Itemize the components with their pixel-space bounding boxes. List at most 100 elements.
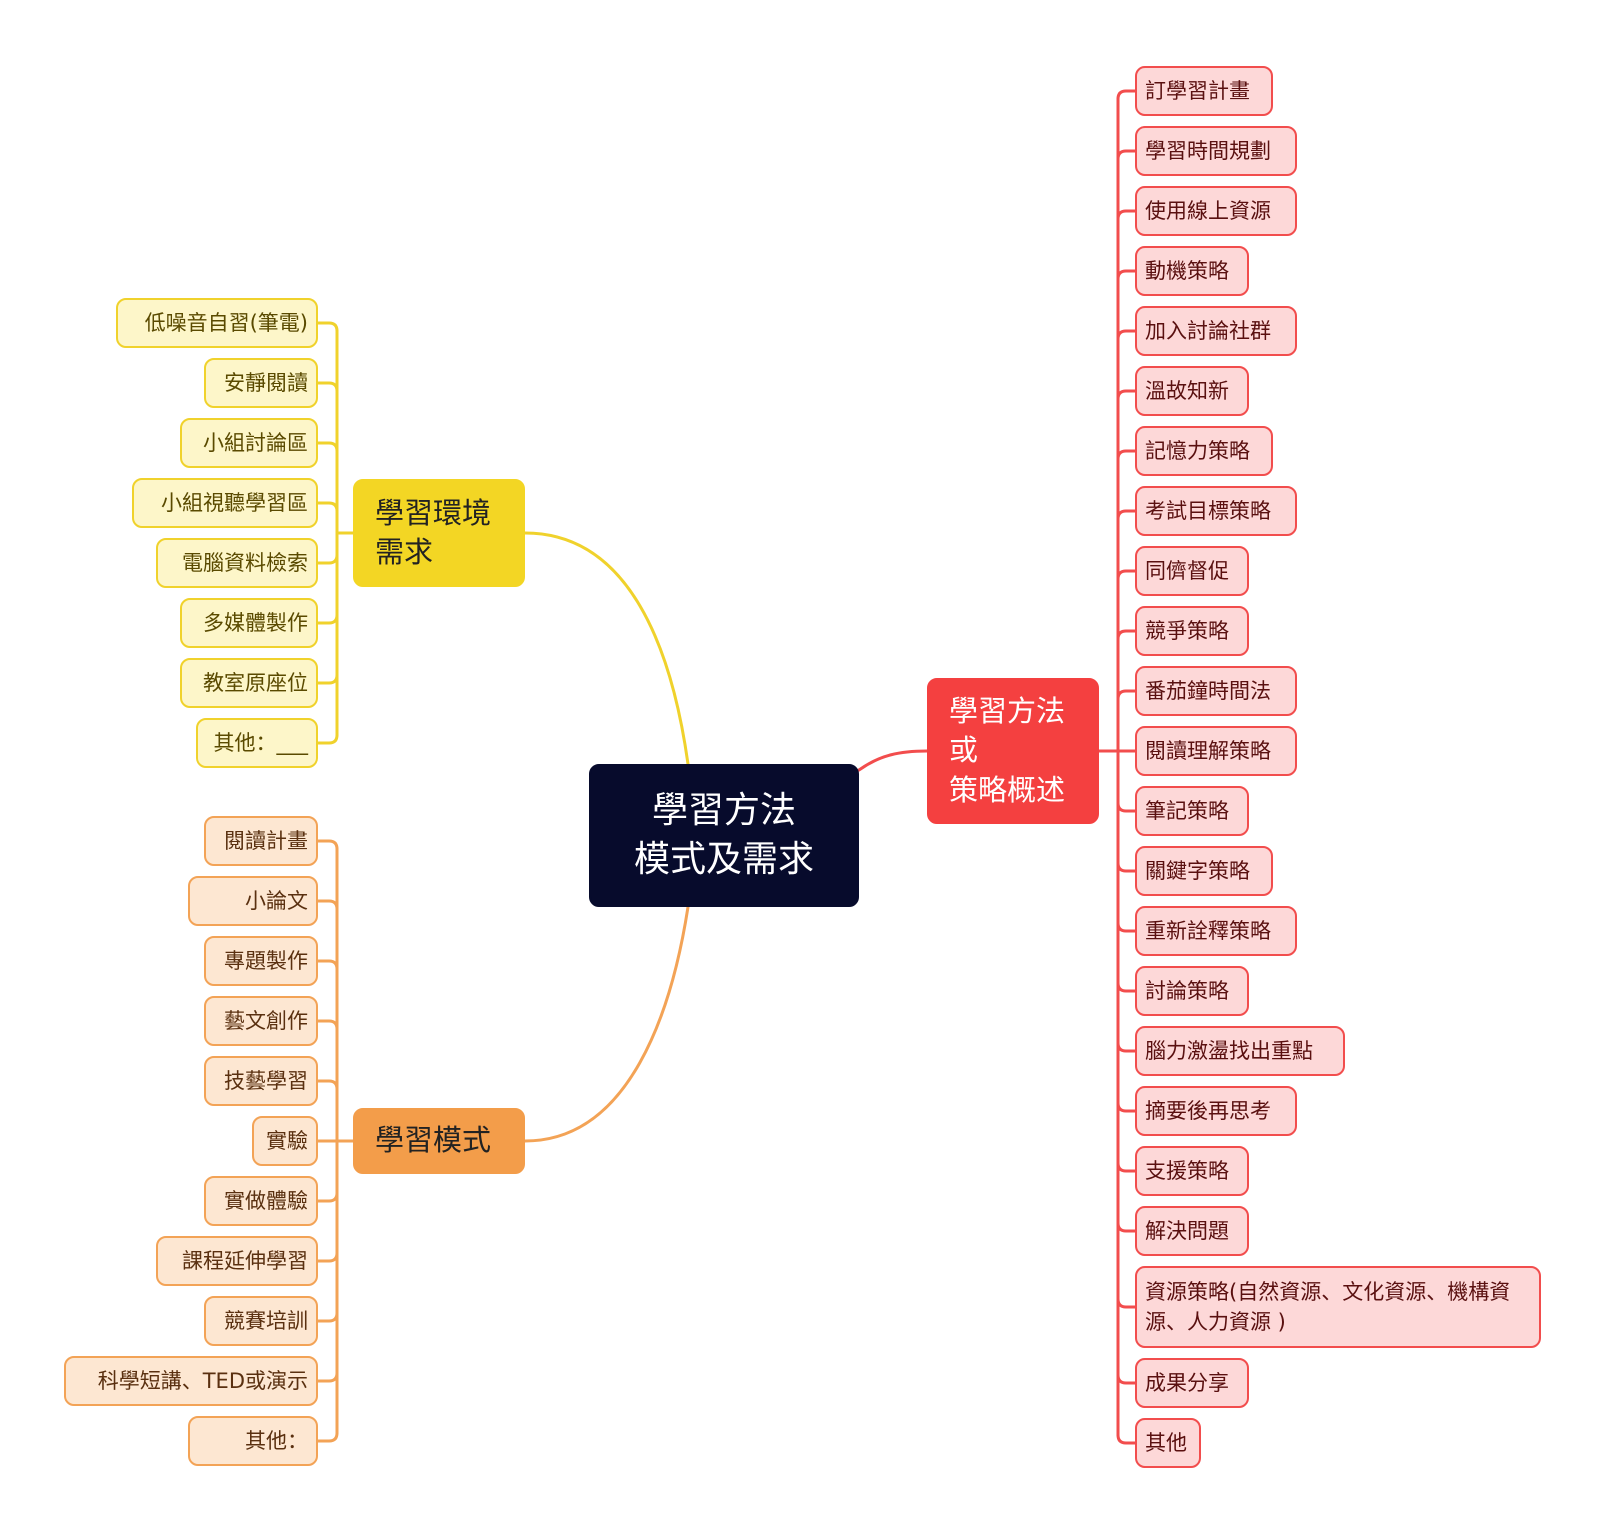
strat-leaf-connector	[1116, 1433, 1137, 1445]
mode-leaf-10[interactable]: 其他：	[188, 1416, 318, 1466]
env-leaf-label: 多媒體製作	[203, 610, 308, 635]
mode-leaf-connector	[316, 1431, 339, 1443]
mode-leaf-0[interactable]: 閱讀計畫	[204, 816, 318, 866]
env-leaf-6[interactable]: 教室原座位	[180, 658, 318, 708]
strat-leaf-17[interactable]: 摘要後再思考	[1135, 1086, 1297, 1136]
strat-leaf-label: 學習時間規劃	[1145, 138, 1271, 163]
env-leaf-0[interactable]: 低噪音自習(筆電)	[116, 298, 318, 348]
branch-mode[interactable]: 學習模式	[353, 1108, 525, 1174]
strat-leaf-5[interactable]: 溫故知新	[1135, 366, 1249, 416]
mode-leaf-label: 實做體驗	[224, 1188, 308, 1213]
branch-env-line-1: 學習環境	[375, 495, 492, 530]
mode-leaf-connector	[316, 1191, 339, 1203]
mode-leaf-5[interactable]: 實驗	[252, 1116, 318, 1166]
env-leaf-connector	[316, 381, 339, 393]
env-leaf-connector	[316, 673, 339, 685]
root-line-1: 學習方法	[651, 789, 796, 831]
mode-leaf-3[interactable]: 藝文創作	[204, 996, 318, 1046]
strat-leaf-label: 資源策略(自然資源、文化資源、機構資源、人力資源 )	[1145, 1279, 1511, 1334]
root-line-2: 模式及需求	[633, 838, 814, 880]
env-leaf-4[interactable]: 電腦資料檢索	[156, 538, 318, 588]
branch-strat-line-2: 或	[949, 733, 979, 768]
env-leaf-1[interactable]: 安靜閱讀	[204, 358, 318, 408]
strat-leaf-14[interactable]: 重新詮釋策略	[1135, 906, 1297, 956]
strat-leaf-connector	[1116, 509, 1137, 521]
strat-leaf-18[interactable]: 支援策略	[1135, 1146, 1249, 1196]
strat-leaf-label: 關鍵字策略	[1145, 858, 1250, 883]
strat-leaf-12[interactable]: 筆記策略	[1135, 786, 1249, 836]
mode-leaf-7[interactable]: 課程延伸學習	[156, 1236, 318, 1286]
strat-leaf-connector	[1116, 861, 1137, 873]
env-leaf-connector	[316, 501, 339, 513]
mode-leaf-8[interactable]: 競賽培訓	[204, 1296, 318, 1346]
mode-leaf-connector	[316, 899, 339, 911]
strat-leaf-2[interactable]: 使用線上資源	[1135, 186, 1297, 236]
strat-leaf-13[interactable]: 關鍵字策略	[1135, 846, 1273, 896]
strat-leaf-21[interactable]: 成果分享	[1135, 1358, 1249, 1408]
root-node[interactable]: 學習方法 模式及需求	[589, 764, 859, 907]
env-leaf-2[interactable]: 小組討論區	[180, 418, 318, 468]
env-leaf-3[interactable]: 小組視聽學習區	[132, 478, 318, 528]
branch-env[interactable]: 學習環境 需求	[353, 479, 525, 587]
env-leaf-label: 電腦資料檢索	[182, 550, 308, 575]
env-leaf-7[interactable]: 其他：___	[196, 718, 318, 768]
env-leaf-label: 低噪音自習(筆電)	[144, 310, 308, 335]
mode-leaf-connector	[316, 959, 339, 971]
strat-leaf-label: 記憶力策略	[1145, 438, 1250, 463]
strat-leaf-0[interactable]: 訂學習計畫	[1135, 66, 1273, 116]
env-leaf-label: 小組視聽學習區	[161, 490, 308, 515]
strat-leaf-connector	[1116, 1297, 1137, 1309]
strat-leaf-7[interactable]: 考試目標策略	[1135, 486, 1297, 536]
strat-leaf-connector	[1116, 329, 1137, 341]
strat-leaf-label: 解決問題	[1145, 1218, 1229, 1243]
strat-leaf-19[interactable]: 解決問題	[1135, 1206, 1249, 1256]
mode-leaf-label: 專題製作	[224, 948, 308, 973]
strat-leaf-label: 動機策略	[1145, 258, 1229, 283]
strat-leaf-6[interactable]: 記憶力策略	[1135, 426, 1273, 476]
strat-leaf-connector	[1116, 689, 1137, 701]
strat-leaf-connector	[1116, 629, 1137, 641]
env-leaf-connector	[316, 553, 339, 565]
env-leaf-connector	[316, 321, 339, 333]
mode-leaf-label: 藝文創作	[224, 1008, 308, 1033]
mode-leaf-9[interactable]: 科學短講、TED或演示	[64, 1356, 318, 1406]
env-leaf-connector	[316, 613, 339, 625]
mode-leaf-2[interactable]: 專題製作	[204, 936, 318, 986]
strat-leaf-connector	[1116, 269, 1137, 281]
mode-leaf-connector	[316, 1371, 339, 1383]
env-leaf-label: 小組討論區	[203, 430, 308, 455]
mode-leaf-1[interactable]: 小論文	[188, 876, 318, 926]
strat-leaf-20[interactable]: 資源策略(自然資源、文化資源、機構資源、人力資源 )	[1135, 1266, 1541, 1348]
strat-leaf-11[interactable]: 閱讀理解策略	[1135, 726, 1297, 776]
strat-leaf-connector	[1116, 1373, 1137, 1385]
mode-leaf-6[interactable]: 實做體驗	[204, 1176, 318, 1226]
strat-leaf-connector	[1116, 209, 1137, 221]
env-leaf-connector	[316, 441, 339, 453]
strat-leaf-label: 討論策略	[1145, 978, 1229, 1003]
strat-leaf-label: 溫故知新	[1145, 378, 1229, 403]
mode-leaf-4[interactable]: 技藝學習	[204, 1056, 318, 1106]
strat-leaf-22[interactable]: 其他	[1135, 1418, 1201, 1468]
env-leaf-5[interactable]: 多媒體製作	[180, 598, 318, 648]
strat-leaf-label: 訂學習計畫	[1145, 78, 1250, 103]
mode-leaf-connector	[316, 1019, 339, 1031]
strat-leaf-4[interactable]: 加入討論社群	[1135, 306, 1297, 356]
strat-leaf-8[interactable]: 同儕督促	[1135, 546, 1249, 596]
strat-leaf-label: 競爭策略	[1145, 618, 1229, 643]
strat-leaf-15[interactable]: 討論策略	[1135, 966, 1249, 1016]
branch-strat[interactable]: 學習方法 或 策略概述	[927, 678, 1099, 824]
strat-leaf-connector	[1116, 801, 1137, 813]
mode-leaf-label: 課程延伸學習	[182, 1248, 308, 1273]
strat-leaf-label: 其他	[1145, 1430, 1187, 1455]
strat-leaf-1[interactable]: 學習時間規劃	[1135, 126, 1297, 176]
strat-leaf-9[interactable]: 競爭策略	[1135, 606, 1249, 656]
strat-leaf-16[interactable]: 腦力激盪找出重點	[1135, 1026, 1345, 1076]
env-leaf-label: 教室原座位	[203, 670, 308, 695]
mode-leaf-label: 其他：	[245, 1428, 308, 1453]
branch-strat-line-3: 策略概述	[949, 772, 1066, 807]
strat-leaf-10[interactable]: 番茄鐘時間法	[1135, 666, 1297, 716]
env-leaf-label: 其他：___	[213, 730, 309, 755]
strat-leaf-3[interactable]: 動機策略	[1135, 246, 1249, 296]
